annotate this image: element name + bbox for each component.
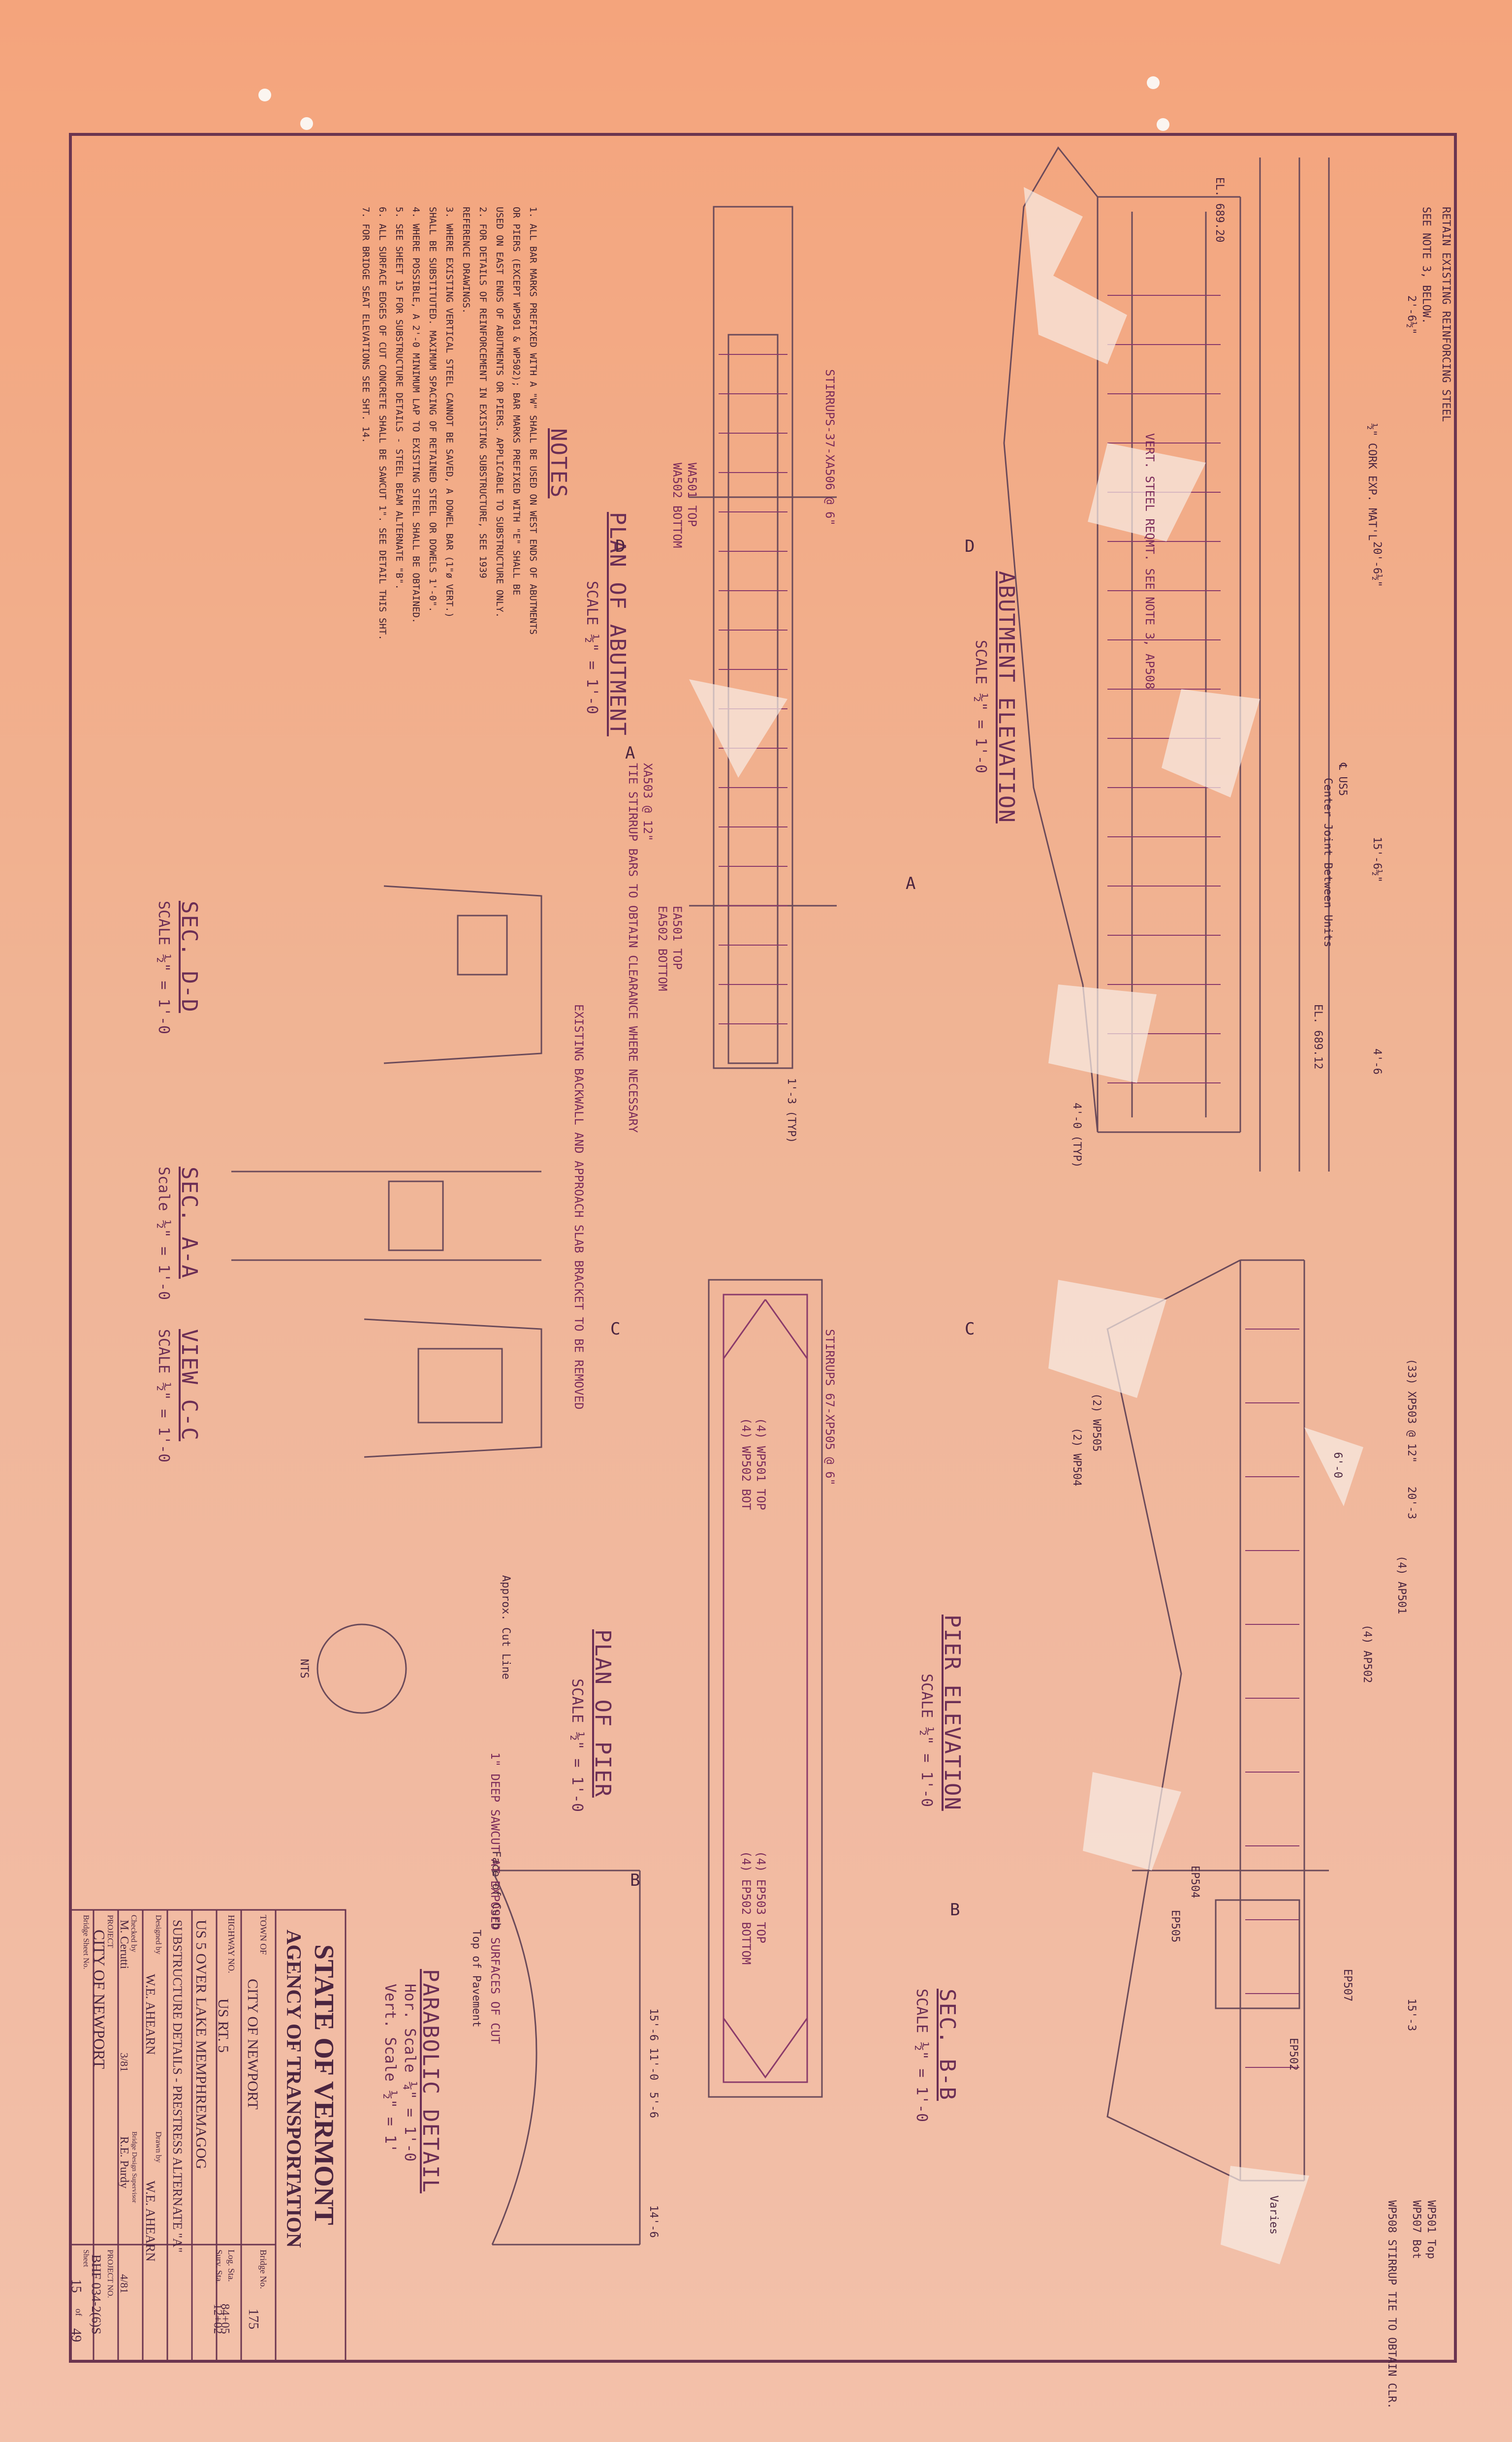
drawing-border [69, 133, 1457, 2363]
highway-label: HIGHWAY NO. [226, 1915, 236, 1973]
cut-d-marker: D [615, 537, 626, 556]
project-no-value: BHF 034-2(6)S [89, 2254, 103, 2335]
bridge-no-value: 175 [246, 2309, 261, 2329]
cut-b-marker: B [630, 1871, 640, 1890]
sheet-number: 15 [68, 2279, 84, 2293]
highway-value: US RT. 5 [215, 1998, 231, 2053]
supervisor-label: Bridge Design Supervisor [130, 2131, 138, 2203]
checked-date: 3/81 [118, 2053, 130, 2072]
sec-dd-drawing [383, 885, 542, 1064]
project-no-label: PROJECT NO. [106, 2250, 114, 2298]
sheet-description: SUBSTRUCTURE DETAILS - PRESTRESS ALTERNA… [170, 1920, 185, 2253]
parabolic-detail-drawing [491, 1870, 641, 2246]
designed-by-label: Designed by [154, 1915, 162, 1955]
punch-hole [1147, 76, 1160, 89]
supervisor-date: 4/81 [118, 2274, 130, 2294]
designed-by-value: W.E. AHEARN [143, 1974, 158, 2055]
log-sta-label: Log. Sta. [226, 2250, 236, 2282]
sheet-of: of [74, 2309, 84, 2316]
punch-hole [300, 117, 313, 130]
sheet-total: 49 [68, 2328, 84, 2342]
drawn-by-value: W.E. AHEARN [143, 2181, 158, 2262]
checked-by-value: M. Cerutti [118, 1920, 130, 1969]
project-value: CITY OF NEWPORT [91, 1930, 108, 2069]
cut-b-marker: B [950, 1900, 960, 1920]
surv-sta-label: Surv. Sta. [214, 2250, 224, 2284]
sec-aa-drawing [231, 1171, 541, 1261]
bridge-no-label: Bridge No. [258, 2250, 268, 2289]
project-description: US 5 OVER LAKE MEMPHREMAGOG [193, 1920, 209, 2169]
agency-title: AGENCY OF TRANSPORTATION [282, 1930, 305, 2248]
cut-c-marker: C [610, 1319, 621, 1339]
cut-d-marker: D [965, 537, 975, 556]
cut-a-marker: A [625, 743, 635, 763]
cut-a-marker: A [906, 874, 916, 893]
plan-of-pier-drawing [708, 1279, 823, 2098]
surv-sta-value: 12+02 [211, 2304, 224, 2334]
bridge-sheet-label: Bridge Sheet No. [82, 1915, 90, 1969]
punch-hole [1157, 118, 1169, 131]
sawcut-detail-circle [316, 1623, 407, 1714]
punch-hole [258, 89, 271, 101]
town-label: TOWN OF [258, 1915, 268, 1955]
town-value: CITY OF NEWPORT [245, 1979, 261, 2110]
cut-c-marker: C [965, 1319, 975, 1339]
sec-bb-drawing [1132, 1870, 1329, 2009]
view-cc-drawing [364, 1318, 542, 1458]
state-title: STATE OF VERMONT [309, 1944, 339, 2225]
supervisor-value: R.E. Purdy [118, 2136, 130, 2189]
drawn-by-label: Drawn by [154, 2131, 162, 2163]
sheet-label: Sheet [82, 2250, 90, 2267]
